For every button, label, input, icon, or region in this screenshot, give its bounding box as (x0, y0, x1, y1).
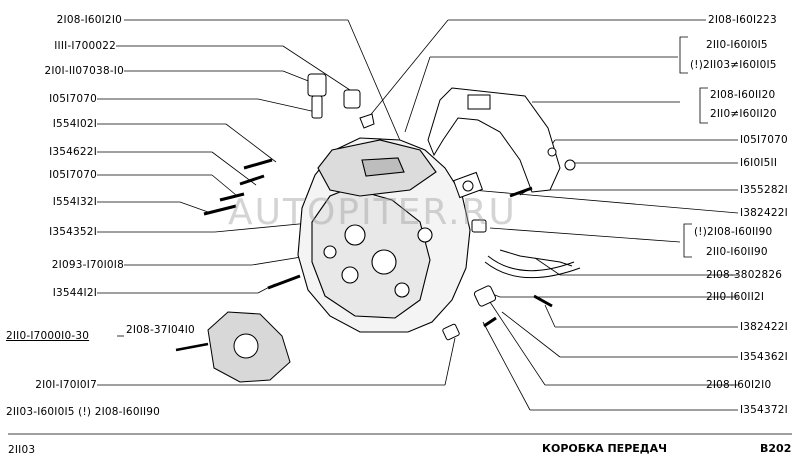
part-label-left-4: I05I7070 (49, 93, 97, 105)
part-label-left-13: 2I08-37I04I0 (126, 324, 195, 336)
part-label-left-9: I354352I (49, 226, 97, 238)
part-label-left-15: 2II03-I60I0I5 (!) 2I08-I60II90 (6, 406, 161, 418)
inset-gearbox (175, 311, 291, 383)
leader-lines (97, 19, 739, 411)
diagram-title: КОРОБКА ПЕРЕДАЧ (542, 442, 667, 455)
part-label-left-5: I554I02I (52, 118, 97, 130)
part-label-right-2: 2II0-I60I0I5 (706, 39, 768, 51)
part-label-left-11: I3544I2I (52, 287, 97, 299)
part-label-right-17: I354372I (740, 404, 788, 416)
gasket (484, 249, 581, 279)
part-label-right-14: I382422I (740, 321, 788, 333)
part-label-left-8: I554I32I (52, 196, 97, 208)
part-label-right-12: 2I08-3802826 (706, 269, 783, 281)
clutch-cover (427, 87, 561, 193)
part-label-right-6: I05I7070 (740, 134, 788, 146)
part-label-right-15: I354362I (740, 351, 788, 363)
part-label-right-9: I382422I (740, 207, 788, 219)
part-label-left-14: 2I0I-I70I0I7 (35, 379, 97, 391)
part-label-right-1: 2I08-I60I223 (708, 14, 777, 26)
part-label-right-11: 2II0-I60II90 (706, 246, 768, 258)
part-label-left-7: I05I7070 (49, 169, 97, 181)
part-label-right-13: 2II0-I60II2I (706, 291, 765, 303)
watermark: AUTOPITER.RU (228, 192, 517, 233)
part-label-left-10: 2I093-I70I0I8 (51, 259, 124, 271)
gearbox-housing (297, 137, 471, 333)
page-code: В202 (760, 442, 792, 455)
part-label-right-5: 2II0≠I60II20 (710, 108, 777, 120)
part-label-left-1: 2I08-I60I2I0 (56, 14, 122, 26)
part-label-right-4: 2I08-I60II20 (710, 89, 776, 101)
part-label-right-10: (!)2I08-I60II90 (694, 226, 773, 238)
part-label-right-7: I6I0I5II (740, 157, 778, 169)
part-label-left-12: 2II0-I7000I0-30 (6, 330, 90, 342)
part-label-right-8: I355282I (740, 184, 788, 196)
part-label-left-3: 2I0I-II07038-I0 (44, 65, 124, 77)
part-label-right-16: 2I08-I60I2I0 (706, 379, 772, 391)
model-code: 2II03 (8, 444, 36, 456)
part-label-left-2: IIII-I700022 (54, 40, 116, 52)
part-label-left-6: I354622I (49, 146, 97, 158)
part-label-right-3: (!)2II03≠I60I0I5 (690, 59, 777, 71)
small-parts (203, 73, 576, 341)
